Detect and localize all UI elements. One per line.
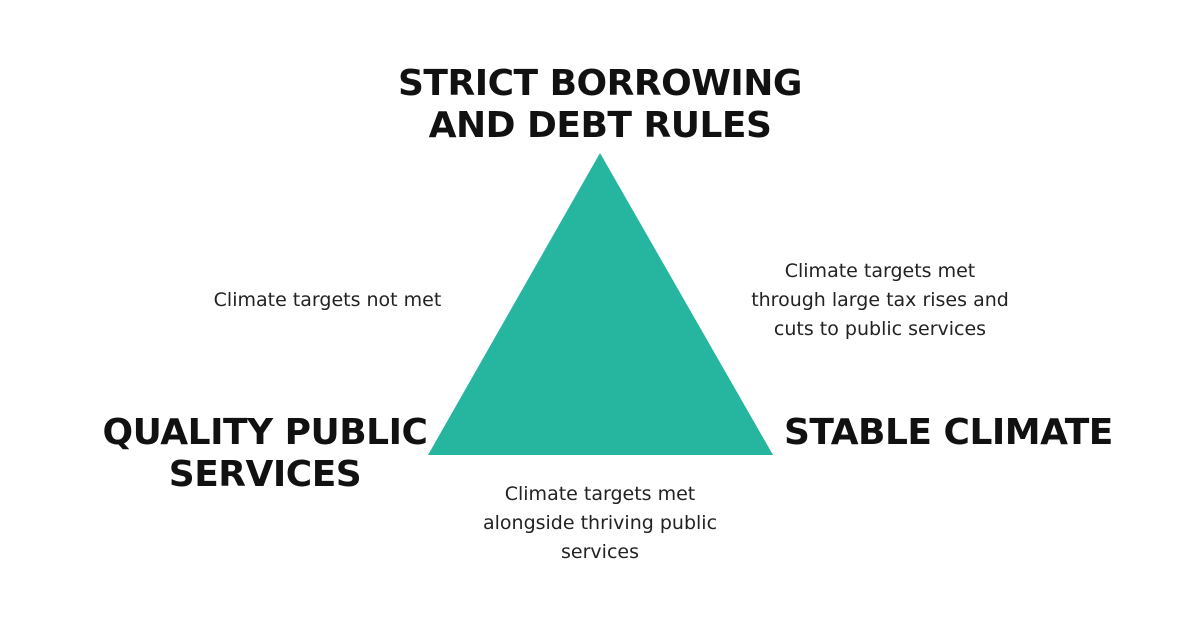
corner-label-top-line-2: AND DEBT RULES <box>428 105 772 146</box>
corner-label-strict-borrowing-and-debt-rules: STRICT BORROWING AND DEBT RULES <box>0 63 1200 147</box>
edge-label-left: Climate targets not met <box>180 286 475 315</box>
corner-label-top-line-1: STRICT BORROWING <box>398 63 802 104</box>
corner-label-left-line-1: QUALITY PUBLIC <box>102 412 428 453</box>
trilemma-triangle <box>428 153 773 455</box>
edge-label-right: Climate targets met through large tax ri… <box>720 257 1040 344</box>
edge-label-bottom-line-1: Climate targets met <box>504 483 696 505</box>
corner-label-right-line-1: STABLE CLIMATE <box>784 412 1113 453</box>
corner-label-left-line-2: SERVICES <box>168 454 362 495</box>
edge-label-bottom: Climate targets met alongside thriving p… <box>440 480 760 567</box>
corner-label-quality-public-services: QUALITY PUBLIC SERVICES <box>100 412 430 496</box>
corner-label-stable-climate: STABLE CLIMATE <box>784 412 1113 454</box>
edge-label-left-line-1: Climate targets not met <box>213 289 442 311</box>
edge-label-right-line-2: through large tax rises and <box>751 289 1009 311</box>
edge-label-right-line-1: Climate targets met <box>784 260 976 282</box>
edge-label-right-line-3: cuts to public services <box>773 318 987 340</box>
edge-label-bottom-line-3: services <box>561 541 639 563</box>
edge-label-bottom-line-2: alongside thriving public <box>482 512 718 534</box>
